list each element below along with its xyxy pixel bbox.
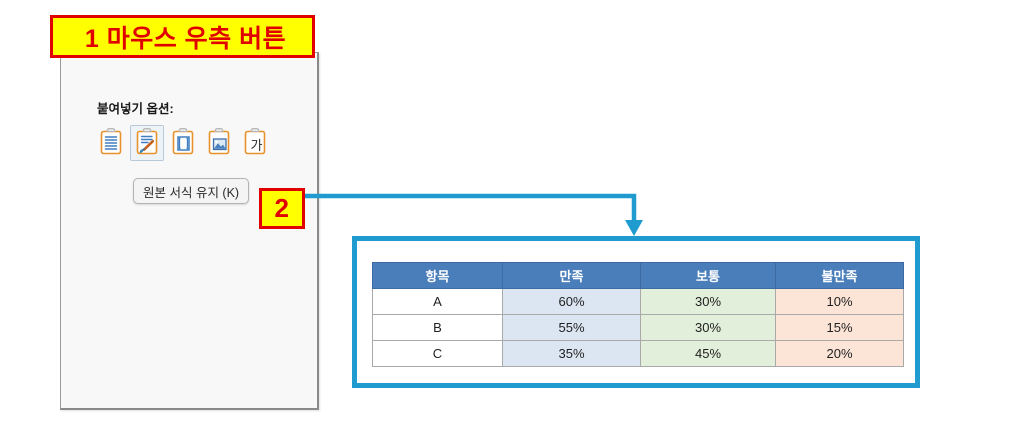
- table-row: C 35% 45% 20%: [372, 340, 904, 367]
- table-header-item: 항목: [372, 262, 503, 289]
- cell-item: C: [372, 340, 503, 367]
- paste-option-tooltip: 원본 서식 유지 (K): [133, 178, 250, 204]
- paste-keep-formatting-brush-icon: [135, 127, 159, 160]
- cell-neutral: 30%: [640, 314, 776, 341]
- paste-options-label: 붙여넣기 옵션:: [97, 102, 174, 116]
- paste-keep-formatting-brush-button[interactable]: [130, 125, 164, 161]
- paste-text-only-button[interactable]: 가: [238, 125, 272, 161]
- survey-result-table: 항목 만족 보통 불만족 A 60% 30% 10% B 55% 30% 15%…: [372, 262, 904, 367]
- step-2-label: 2: [274, 193, 290, 223]
- table-row: A 60% 30% 10%: [372, 288, 904, 315]
- table-row: B 55% 30% 15%: [372, 314, 904, 341]
- paste-context-menu-panel: 붙여넣기 옵션:: [60, 52, 319, 410]
- cell-satisfied: 35%: [502, 340, 641, 367]
- paste-picture-icon: [207, 127, 231, 160]
- table-header-dissatisfied: 불만족: [775, 262, 904, 289]
- step-1-label: 1 마우스 우측 버튼: [84, 24, 287, 53]
- cell-neutral: 45%: [640, 340, 776, 367]
- paste-values-only-button[interactable]: [166, 125, 200, 161]
- paste-picture-button[interactable]: [202, 125, 236, 161]
- table-header-neutral: 보통: [640, 262, 776, 289]
- table-header-satisfied: 만족: [502, 262, 641, 289]
- cell-item: B: [372, 314, 503, 341]
- paste-keep-source-formatting-button[interactable]: [94, 125, 128, 161]
- paste-values-only-icon: [171, 127, 195, 160]
- cell-satisfied: 60%: [502, 288, 641, 315]
- step-2-badge: 2: [259, 188, 305, 229]
- paste-text-only-icon: 가: [243, 127, 267, 160]
- table-header-row: 항목 만족 보통 불만족: [372, 262, 904, 289]
- paste-options-icon-row: 가: [94, 125, 272, 161]
- paste-keep-source-formatting-icon: [99, 127, 123, 160]
- cell-item: A: [372, 288, 503, 315]
- svg-text:가: 가: [251, 138, 263, 153]
- cell-neutral: 30%: [640, 288, 776, 315]
- cell-dissatisfied: 10%: [775, 288, 904, 315]
- cell-dissatisfied: 15%: [775, 314, 904, 341]
- step-1-badge: 1 마우스 우측 버튼: [50, 15, 315, 58]
- cell-dissatisfied: 20%: [775, 340, 904, 367]
- cell-satisfied: 55%: [502, 314, 641, 341]
